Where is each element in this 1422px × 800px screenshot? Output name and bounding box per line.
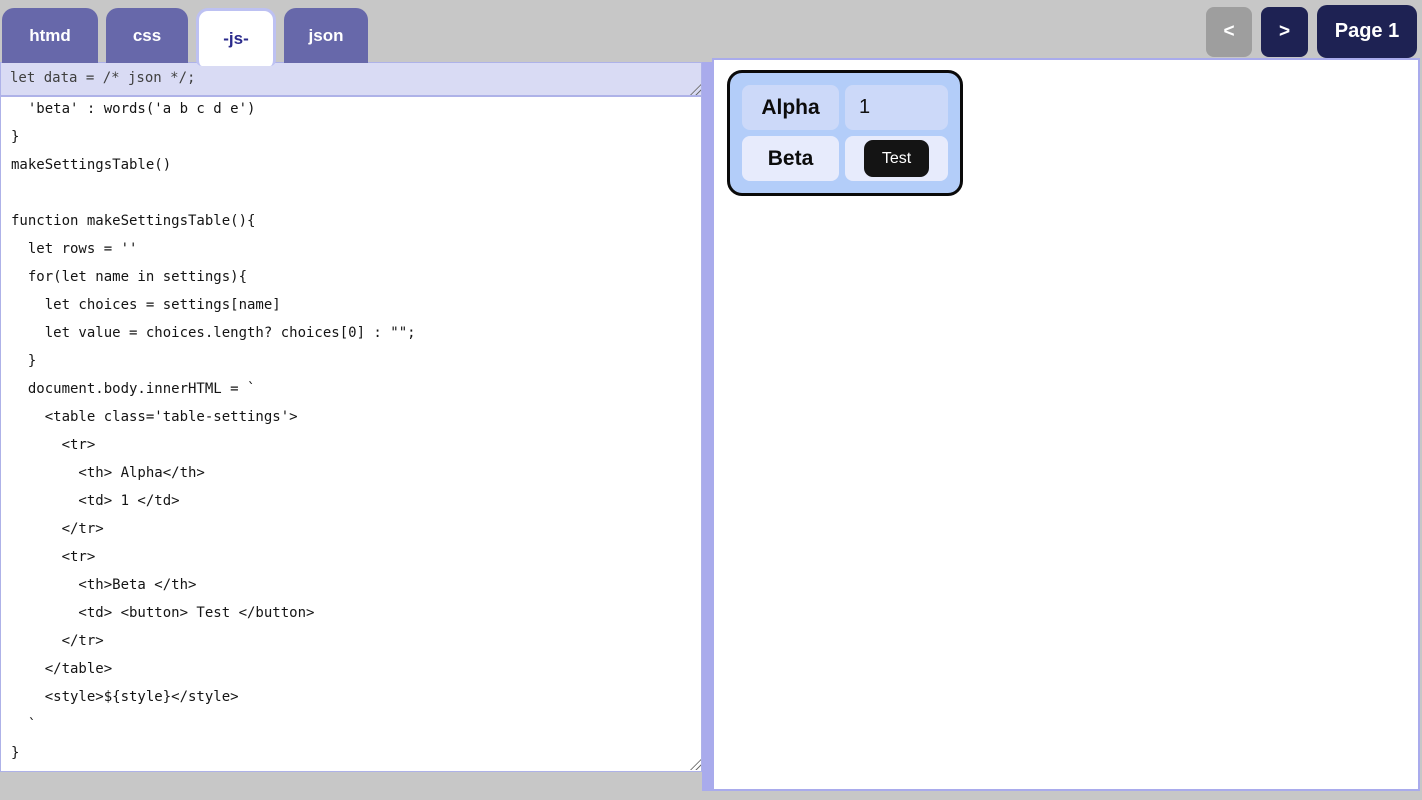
table-header-beta: Beta [742,136,839,181]
test-button[interactable]: Test [863,140,930,177]
js-code-textarea[interactable]: 'beta' : words('a b c d e') } makeSettin… [0,96,702,772]
page-navigation: < > Page 1 [1206,5,1417,58]
settings-table: Alpha 1 Beta Test [727,70,963,196]
resize-grip-icon[interactable] [690,759,701,770]
tab-json[interactable]: json [284,8,368,63]
prev-page-button[interactable]: < [1206,6,1252,57]
tab-htmd[interactable]: htmd [2,8,98,63]
top-bar: htmd css -js- json < > Page 1 [0,0,1422,66]
tab-css[interactable]: css [106,8,188,63]
tab-js[interactable]: -js- [196,8,276,66]
page-indicator-button[interactable]: Page 1 [1317,5,1417,58]
next-page-button[interactable]: > [1261,6,1308,57]
preview-panel: Alpha 1 Beta Test [712,58,1420,791]
table-header-alpha: Alpha [742,85,839,130]
editor-tab-bar: htmd css -js- json [2,8,368,66]
table-value-alpha: 1 [845,85,948,130]
panel-divider [702,62,714,791]
table-cell-beta-value: Test [845,136,948,181]
resize-grip-icon[interactable] [690,84,701,95]
data-declaration-textarea[interactable]: let data = /* json */; [0,62,702,96]
